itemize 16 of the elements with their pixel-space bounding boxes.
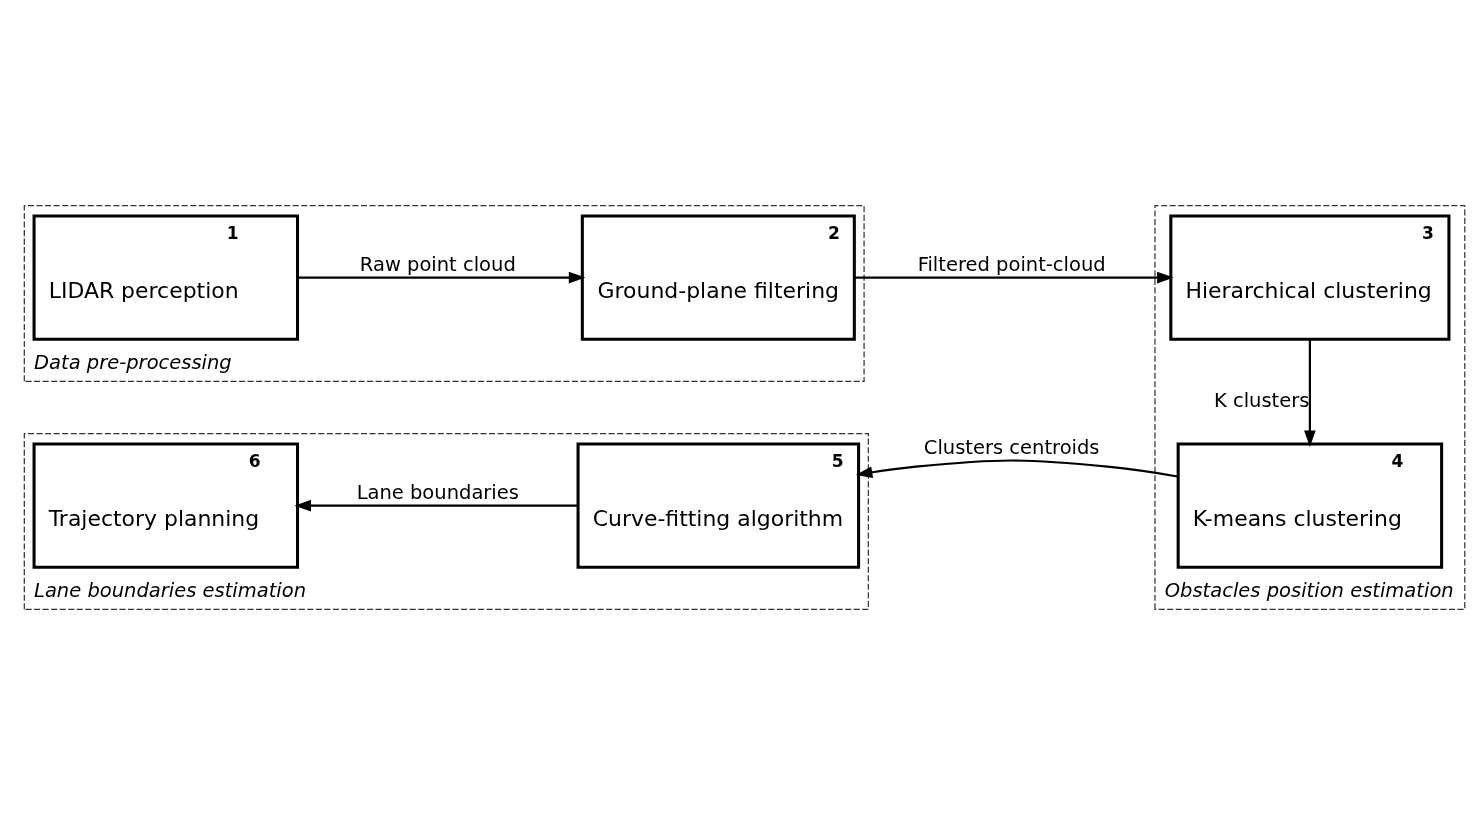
node-box: 2 Ground-plane filtering — [580, 213, 856, 341]
edge-label: K clusters — [1213, 388, 1310, 412]
node-box: 4 K-means clustering — [1176, 442, 1444, 569]
arrow — [855, 458, 1178, 478]
edge-label: Raw point cloud — [359, 252, 516, 276]
arrow — [1304, 338, 1316, 447]
arrow — [297, 271, 586, 283]
node-box: 5 Curve-fitting algorithm — [576, 442, 861, 569]
edge-label: Clusters centroids — [923, 435, 1100, 459]
arrow — [294, 499, 578, 511]
arrow — [854, 271, 1174, 283]
node-box: 6 Trajectory planning — [32, 442, 300, 569]
node-box: 3 Hierarchical clustering — [1169, 213, 1451, 341]
edge-label: Lane boundaries — [356, 480, 519, 504]
edge-label: Filtered point-cloud — [917, 252, 1106, 276]
node-box: 1 LIDAR perception — [32, 213, 300, 341]
